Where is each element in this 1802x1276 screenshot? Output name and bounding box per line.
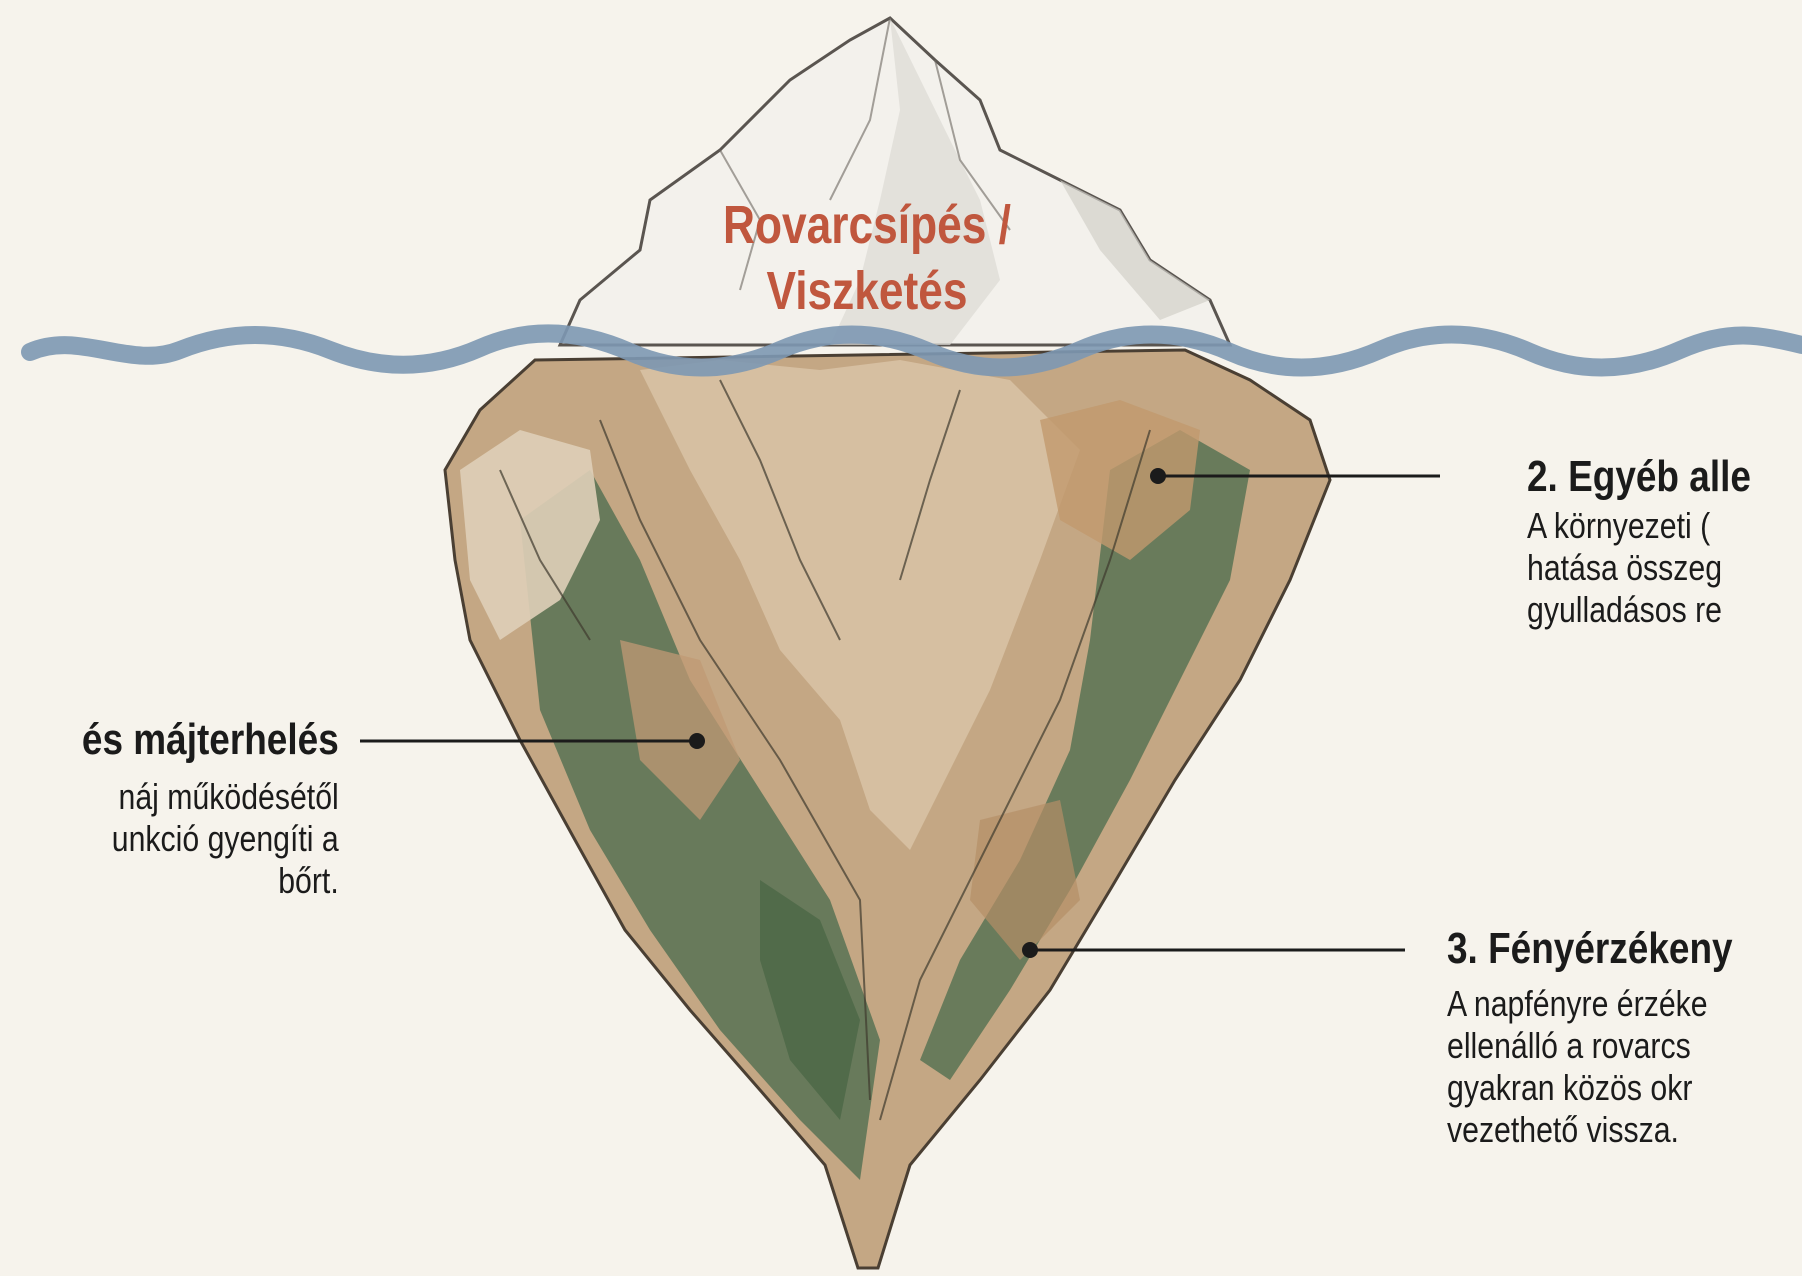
tip-line-1: Rovarcsípés / (684, 192, 1050, 258)
label-right-top-title: 2. Egyéb alle (1527, 451, 1751, 503)
label-right-top-desc-3: gyulladásos re (1527, 589, 1751, 631)
label-left-desc-1: náj működésétől (82, 776, 339, 818)
label-left-desc-2: unkció gyengíti a (82, 818, 339, 860)
label-right-bottom: 3. Fényérzékeny A napfényre érzéke ellen… (1447, 923, 1787, 1151)
iceberg-tip-label: Rovarcsípés / Viszketés (684, 192, 1050, 324)
label-right-bottom-title: 3. Fényérzékeny (1447, 923, 1733, 975)
label-left: és májterhelés náj működésétől unkció gy… (33, 714, 339, 902)
label-left-title: és májterhelés (82, 714, 339, 766)
label-right-top-desc-2: hatása összeg (1527, 547, 1751, 589)
label-left-desc-3: bőrt. (82, 860, 339, 902)
label-right-bottom-desc-3: gyakran közös okr (1447, 1067, 1733, 1109)
label-right-bottom-desc-2: ellenálló a rovarcs (1447, 1025, 1733, 1067)
label-right-top-desc-1: A környezeti ( (1527, 505, 1751, 547)
label-right-bottom-desc-1: A napfényre érzéke (1447, 983, 1733, 1025)
label-right-bottom-desc-4: vezethető vissza. (1447, 1109, 1733, 1151)
submerged-rock (445, 350, 1330, 1268)
label-right-top: 2. Egyéb alle A környezeti ( hatása össz… (1527, 451, 1794, 631)
callout-right-bottom (1022, 942, 1405, 958)
tip-line-2: Viszketés (684, 258, 1050, 324)
